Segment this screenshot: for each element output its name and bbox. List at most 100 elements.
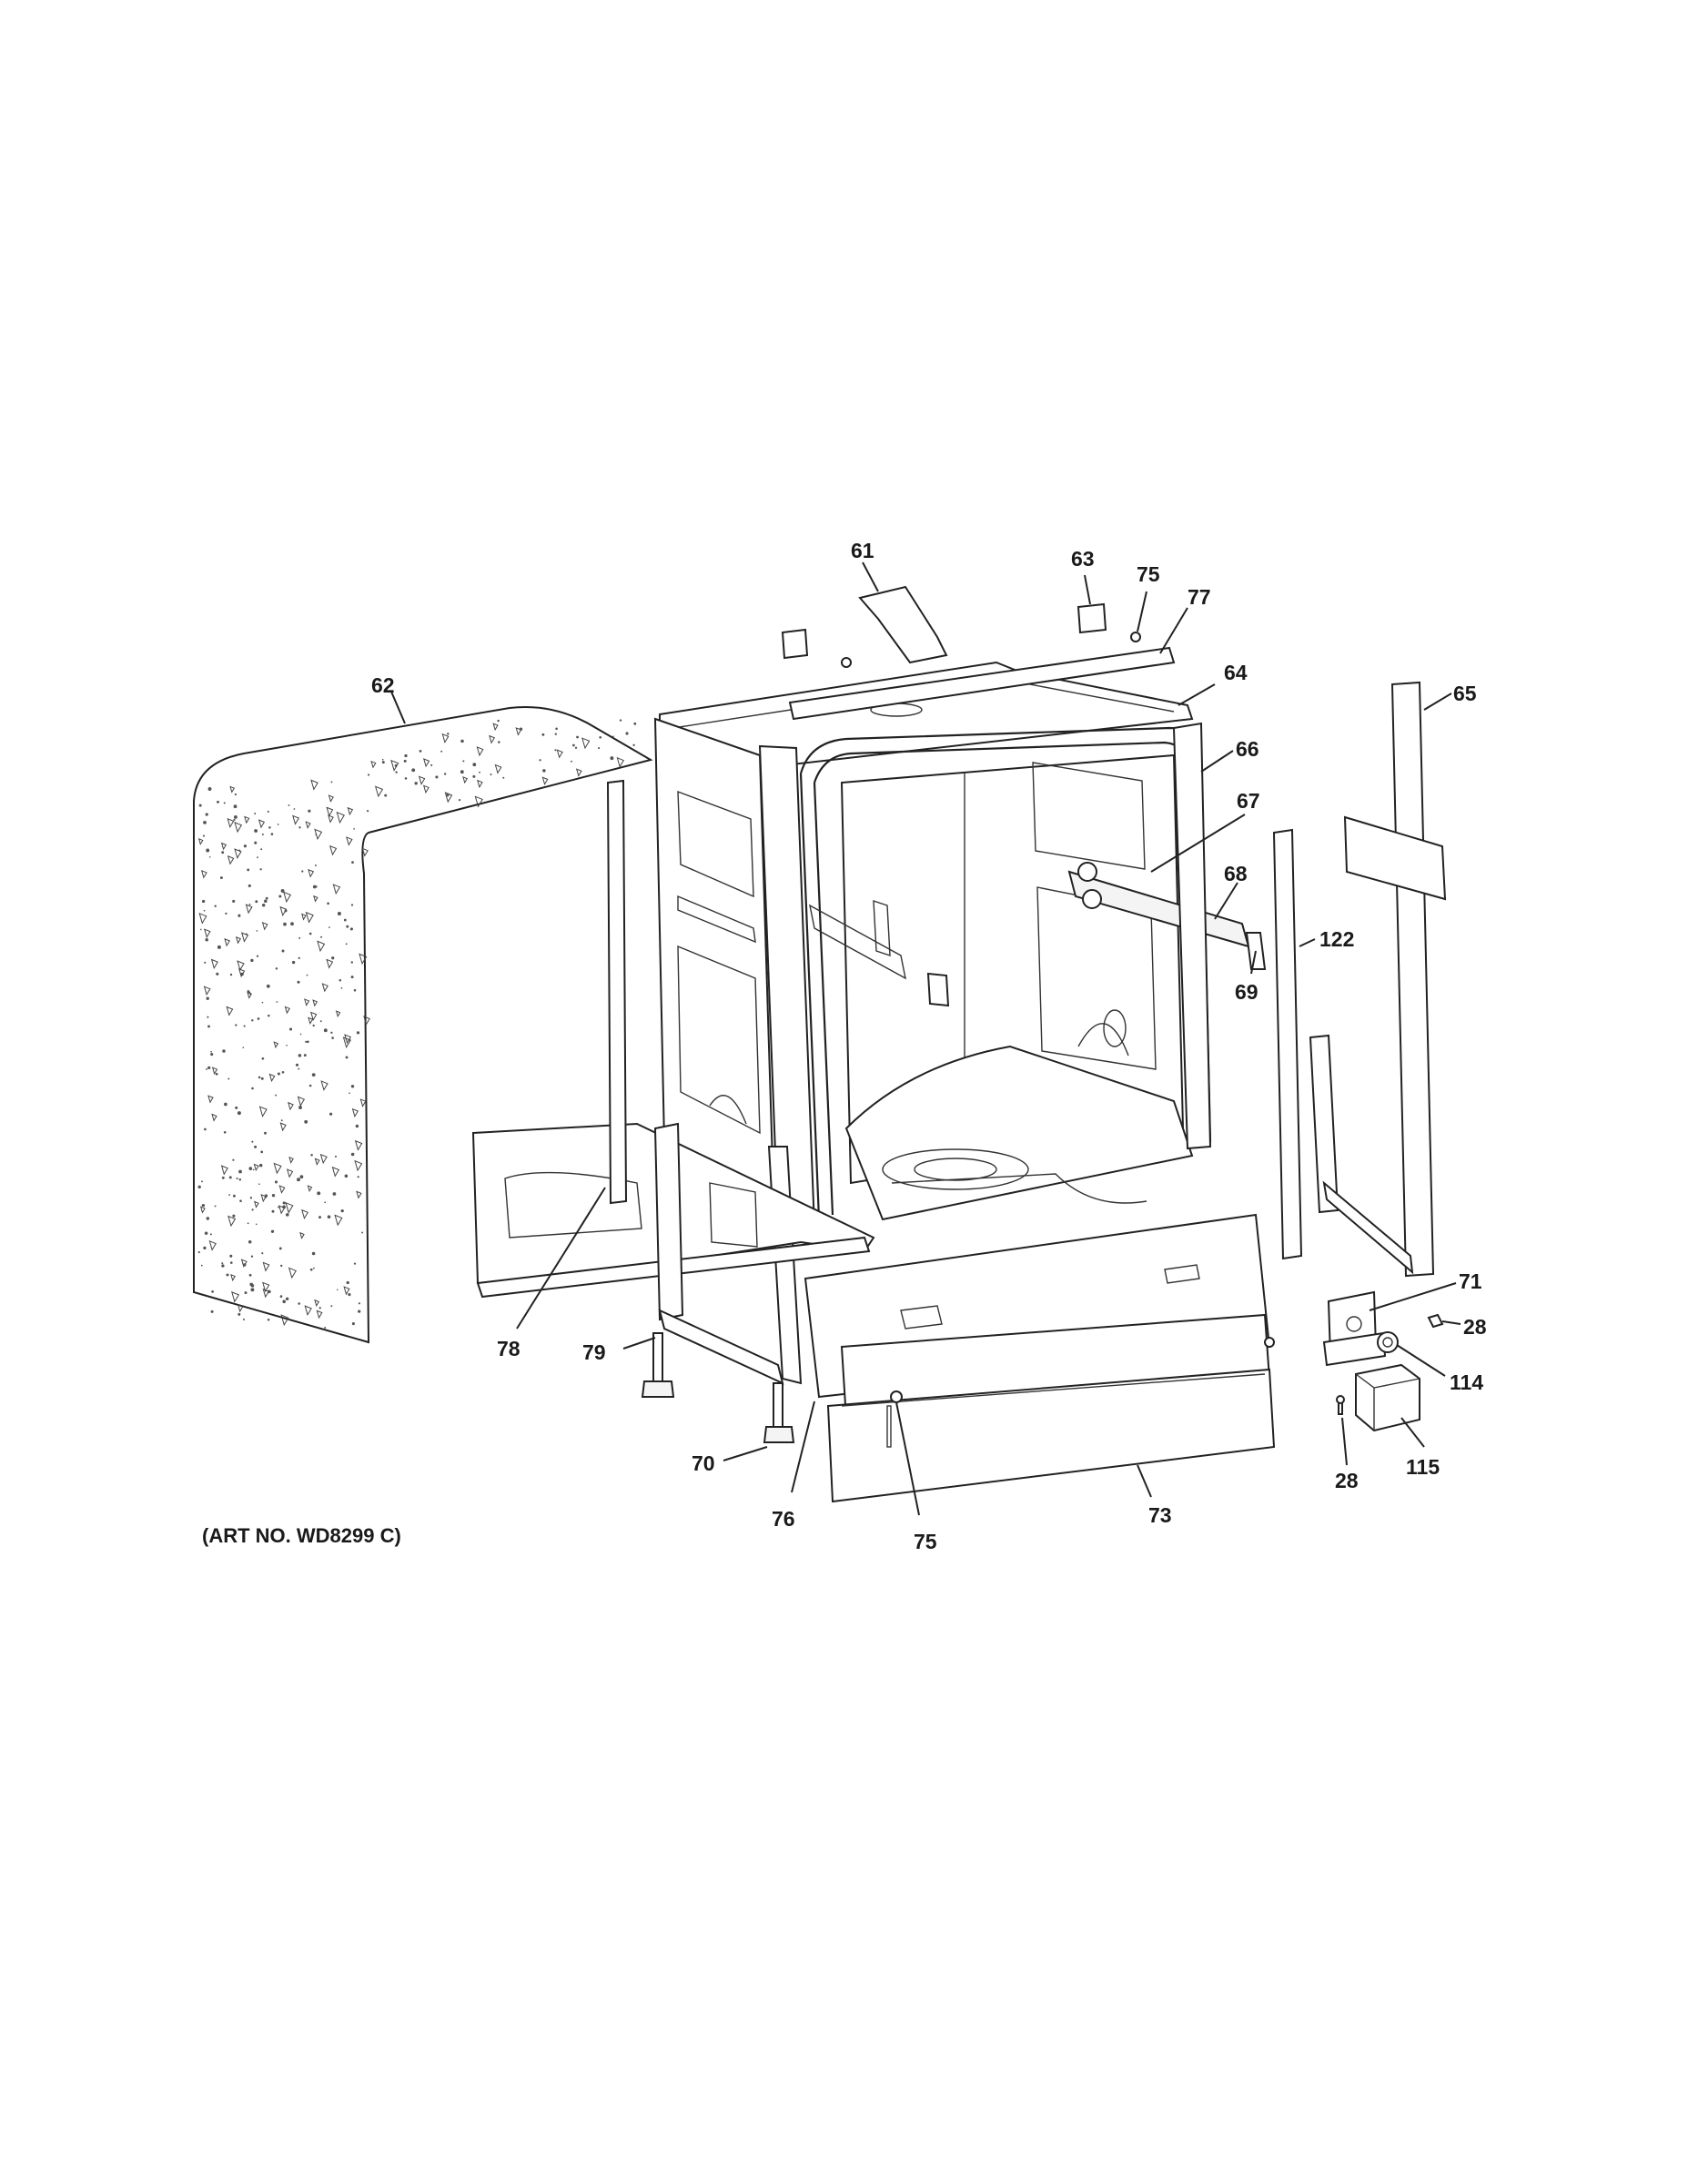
insulation-speck	[232, 1214, 236, 1218]
insulation-speck	[268, 1014, 270, 1017]
insulation-speck	[261, 1252, 264, 1255]
insulation-speck	[265, 896, 268, 900]
insulation-speck	[381, 758, 384, 761]
insulation-speck	[217, 945, 221, 949]
insulation-speck	[334, 1155, 338, 1158]
insulation-speck	[238, 967, 246, 978]
insulation-speck	[203, 986, 211, 996]
callout-68: 68	[1224, 862, 1248, 885]
junction-box-115	[1355, 1363, 1420, 1432]
insulation-speck	[200, 869, 207, 879]
insulation-speck	[361, 847, 369, 857]
insulation-speck	[247, 868, 250, 872]
grommet-114	[1377, 1331, 1399, 1353]
insulation-speck	[460, 739, 464, 743]
insulation-speck	[349, 927, 353, 931]
insulation-speck	[346, 925, 349, 928]
insulation-speck	[295, 1063, 299, 1067]
insulation-speck	[331, 1166, 340, 1178]
insulation-speck	[345, 943, 348, 945]
insulation-speck	[476, 746, 484, 757]
insulation-speck	[227, 1215, 237, 1228]
insulation-speck	[350, 904, 354, 906]
insulation-speck	[312, 885, 317, 889]
callout-28: 28	[1463, 1315, 1487, 1339]
insulation-speck	[326, 958, 334, 969]
insulation-speck	[227, 817, 235, 828]
insulation-speck	[219, 876, 223, 880]
screw-75-top	[1130, 632, 1141, 642]
insulation-speck	[221, 1264, 225, 1268]
insulation-speck	[349, 1092, 350, 1095]
insulation-speck	[423, 758, 430, 768]
insulation-speck	[502, 776, 505, 779]
insulation-speck	[215, 1072, 218, 1076]
insulation-speck	[248, 1273, 252, 1277]
insulation-speck	[279, 1122, 287, 1132]
insulation-speck	[226, 1273, 229, 1277]
insulation-speck	[247, 1222, 249, 1225]
insulation-speck	[492, 723, 499, 732]
insulation-speck	[210, 1053, 214, 1057]
insulation-speck	[244, 815, 250, 824]
insulation-speck	[477, 779, 483, 789]
insulation-speck	[221, 1176, 225, 1179]
insulation-speck	[581, 737, 591, 750]
insulation-speck	[270, 833, 274, 835]
insulation-speck	[358, 1302, 360, 1305]
insulation-speck	[206, 1217, 210, 1220]
insulation-speck	[458, 798, 461, 802]
insulation-speck	[541, 776, 549, 785]
insulation-speck	[298, 1067, 300, 1070]
insulation-speck	[199, 928, 202, 931]
insulation-speck	[555, 727, 558, 731]
insulation-speck	[258, 1076, 261, 1079]
insulation-speck	[223, 1130, 227, 1134]
insulation-speck	[256, 1223, 258, 1226]
insulation-speck	[299, 1231, 305, 1239]
insulation-speck	[238, 849, 241, 852]
insulation-speck	[233, 804, 238, 809]
insulation-speck	[571, 760, 572, 763]
insulation-speck	[225, 912, 227, 915]
insulation-speck	[261, 903, 266, 907]
insulation-speck	[298, 936, 301, 939]
insulation-speck	[280, 1314, 289, 1327]
insulation-speck	[254, 829, 258, 833]
insulation-speck	[343, 1286, 350, 1296]
insulation-speck	[299, 1033, 302, 1036]
insulation-speck	[353, 828, 355, 830]
insulation-speck	[251, 1140, 254, 1143]
insulation-speck	[310, 1011, 318, 1022]
insulation-speck	[356, 1031, 360, 1035]
insulation-speck	[238, 1312, 241, 1316]
insulation-speck	[199, 1206, 206, 1214]
insulation-speck	[245, 904, 253, 915]
callout-labels: 61 63 75 77 62 64 65 66 67 68 122 69 71 …	[371, 539, 1487, 1553]
insulation-speck	[210, 1050, 212, 1053]
insulation-speck	[275, 967, 278, 970]
insulation-speck	[230, 1273, 237, 1282]
insulation-speck	[229, 785, 236, 794]
left-side-strip	[606, 779, 628, 1205]
insulation-speck	[430, 763, 433, 766]
insulation-speck	[261, 834, 264, 835]
insulation-speck	[277, 824, 279, 825]
insulation-speck	[284, 909, 288, 913]
insulation-speck	[350, 961, 353, 964]
insulation-speck	[220, 1165, 228, 1176]
insulation-speck	[599, 735, 602, 739]
insulation-speck	[411, 768, 416, 773]
insulation-speck	[339, 978, 342, 982]
insulation-speck	[359, 953, 368, 966]
insulation-speck	[201, 899, 206, 904]
insulation-speck	[576, 735, 580, 739]
insulation-speck	[235, 935, 241, 945]
insulation-speck	[358, 1309, 361, 1313]
insulation-speck	[370, 760, 377, 769]
insulation-speck	[283, 922, 287, 926]
insulation-speck	[278, 1206, 280, 1208]
insulation-speck	[238, 1178, 242, 1181]
insulation-speck	[342, 1036, 351, 1049]
insulation-speck	[332, 1192, 337, 1196]
